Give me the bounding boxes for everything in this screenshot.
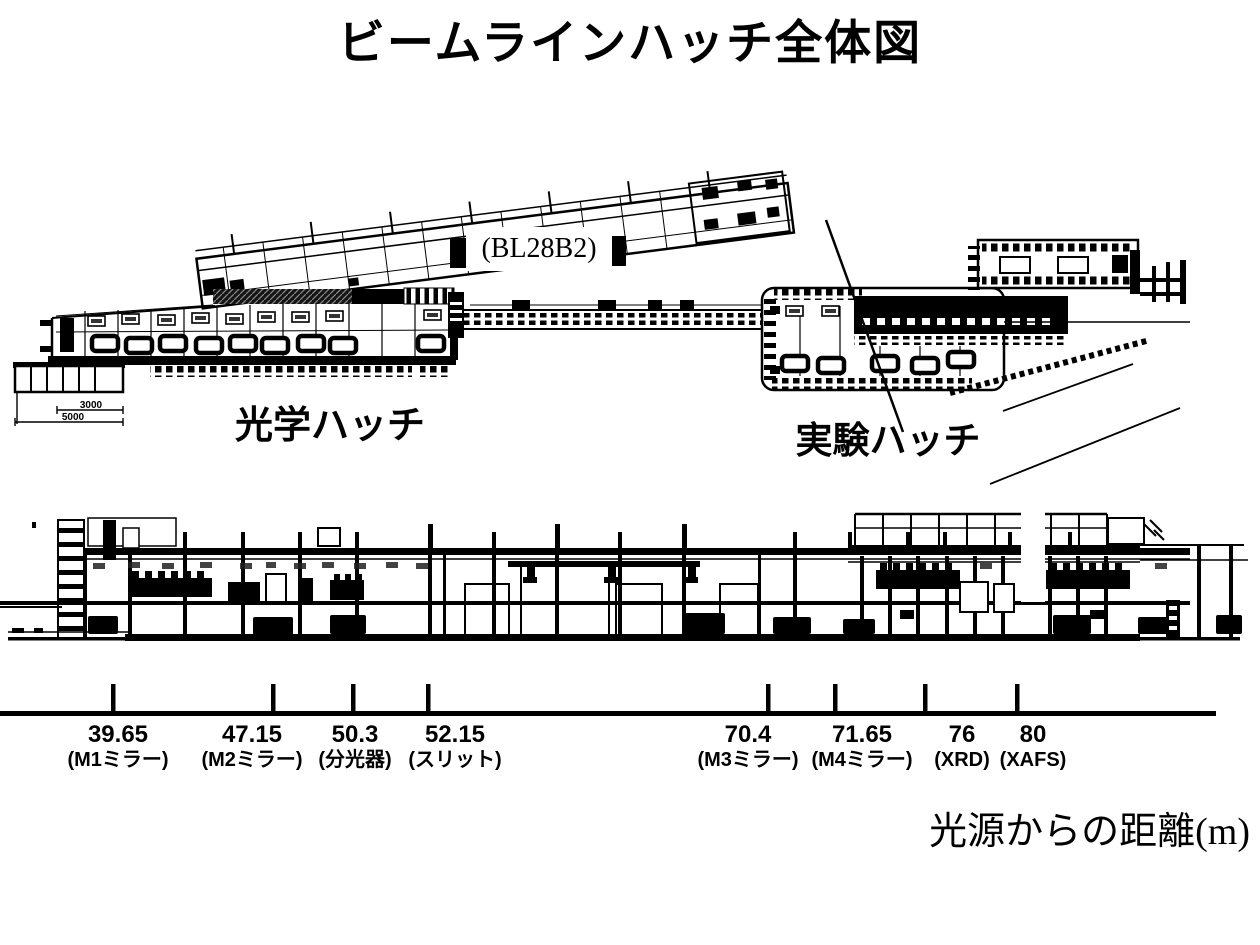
scale-tick-label-m3: 70.4 (M3ミラー)	[697, 722, 798, 772]
tick-value: 70.4	[724, 721, 772, 748]
scale-tick-label-m2: 47.15 (M2ミラー)	[201, 722, 302, 772]
axis-caption-unit: (m)	[1195, 811, 1250, 853]
optics-hutch-plan	[40, 287, 458, 377]
tick-component: (M4ミラー)	[811, 749, 913, 771]
tick-component: (分光器)	[318, 749, 392, 771]
distance-scale	[0, 684, 1216, 716]
beam-transport-pipe-plan	[448, 290, 790, 358]
scale-tick-label-m1: 39.65 (M1ミラー)	[67, 722, 168, 772]
tick-component: (M2ミラー)	[201, 749, 303, 771]
dimension-lower: 5000	[62, 412, 85, 423]
axis-caption-text: 光源からの距離	[929, 811, 1196, 853]
tick-value: 39.65	[87, 721, 149, 748]
scale-tick-label-xafs: 80 (XAFS)	[1000, 722, 1067, 772]
tick-value: 80	[1019, 721, 1047, 748]
tick-value: 50.3	[331, 721, 379, 748]
experimental-hutch-plan	[760, 219, 1190, 485]
tick-component: (スリット)	[408, 749, 502, 771]
tick-component: (XRD)	[934, 749, 990, 771]
scale-tick-label-m4: 71.65 (M4ミラー)	[811, 722, 912, 772]
tick-value: 47.15	[221, 721, 283, 748]
tick-component: (XAFS)	[999, 749, 1067, 771]
dimension-upper: 3000	[80, 400, 103, 411]
tick-component: (M3ミラー)	[697, 749, 799, 771]
branch-beamline-label: (BL28B2)	[466, 227, 612, 271]
tick-value: 52.15	[424, 721, 486, 748]
page-title: ビームラインハッチ全体図	[337, 16, 923, 69]
experimental-hutch-label: 実験ハッチ	[795, 420, 981, 461]
distance-axis-caption: 光源からの距離(m)	[860, 800, 1250, 855]
scale-tick-label-xrd: 76 (XRD)	[934, 722, 990, 772]
elevation-view	[0, 510, 1248, 641]
tick-value: 71.65	[831, 721, 893, 748]
scale-tick-label-mono: 50.3 (分光器)	[318, 722, 391, 772]
optics-hutch-label: 光学ハッチ	[234, 405, 426, 447]
scale-tick-label-slit: 52.15 (スリット)	[408, 722, 501, 772]
tick-value: 76	[948, 721, 976, 748]
tick-component: (M1ミラー)	[67, 749, 169, 771]
front-end-ladder-and-dimensions: 3000 5000	[13, 362, 125, 426]
